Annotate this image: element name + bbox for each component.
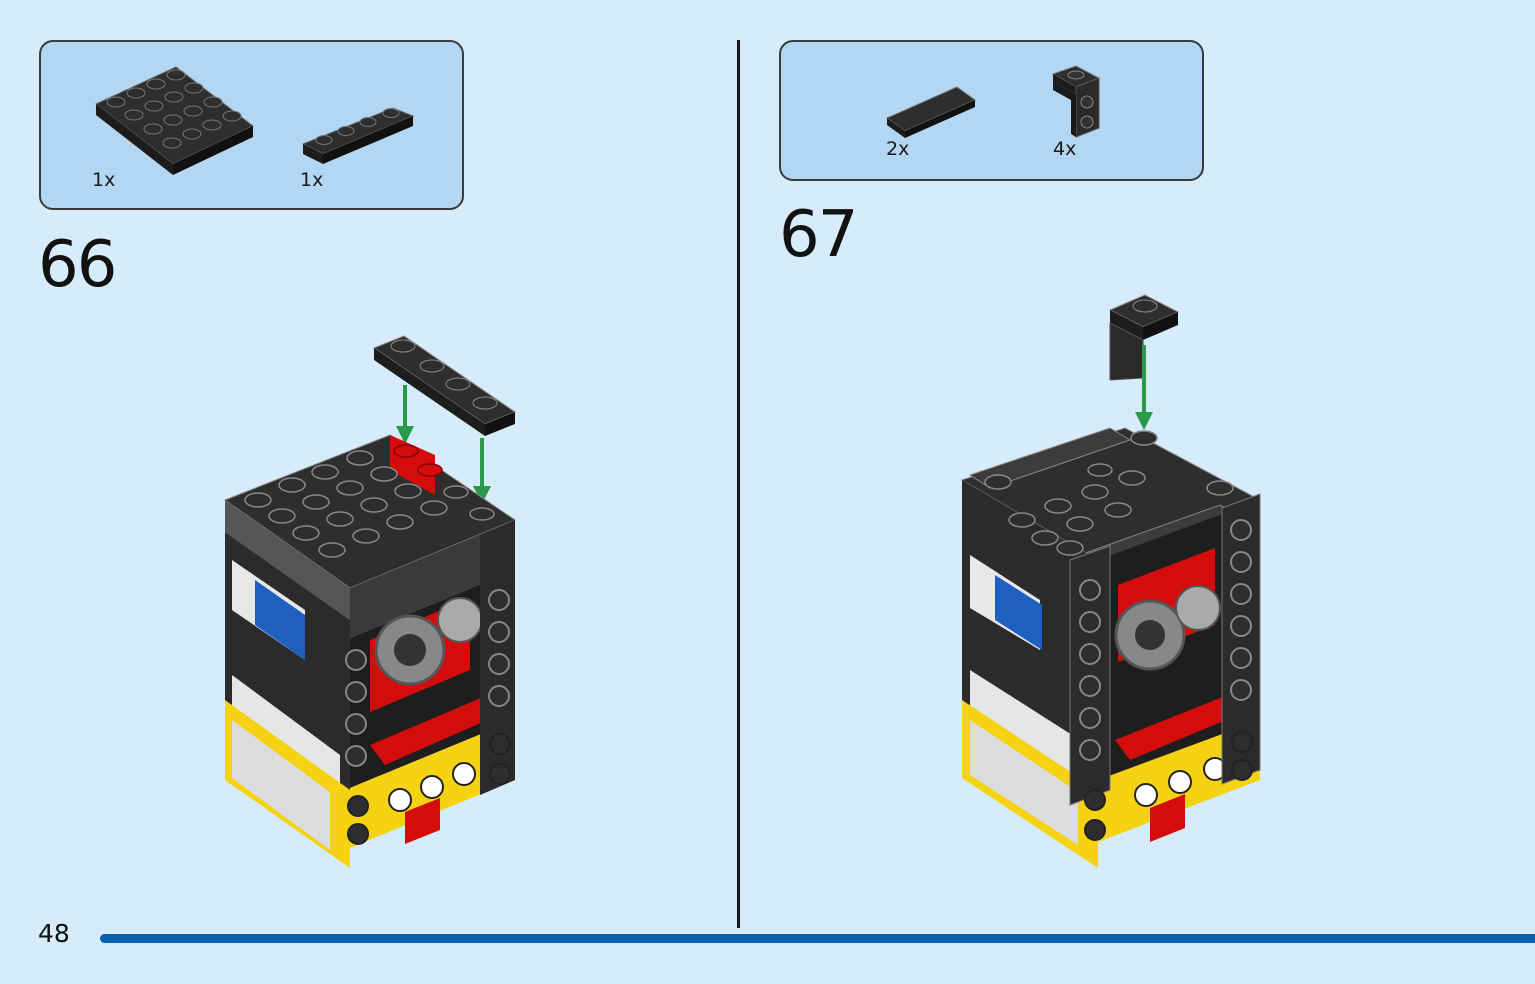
- parts-callout-step-66: 1x 1x: [39, 40, 464, 210]
- step-number: 67: [779, 198, 858, 272]
- arrow-icon: [1135, 345, 1153, 430]
- progress-bar: [100, 934, 1535, 943]
- part-qty: 2x: [886, 138, 910, 160]
- model-body: [223, 434, 517, 868]
- tile-1x4-icon: [886, 86, 976, 138]
- model-body: [960, 427, 1262, 868]
- new-bracket-icon: [1108, 294, 1180, 381]
- step-number: 66: [38, 228, 117, 302]
- part-qty: 4x: [1053, 138, 1077, 160]
- page-number: 48: [38, 919, 70, 948]
- new-plate-1x4-icon: [372, 335, 517, 436]
- parts-callout-step-67: 2x 4x: [779, 40, 1204, 181]
- part-qty: 1x: [92, 169, 116, 191]
- page-divider: [737, 40, 740, 928]
- build-illustration-step-66: [223, 335, 517, 868]
- bracket-icon: [1051, 65, 1101, 138]
- part-qty: 1x: [300, 169, 324, 191]
- arrow-icon: [396, 385, 491, 504]
- plate-4x4-icon: [95, 66, 254, 175]
- plate-1x4-icon: [301, 107, 415, 164]
- build-illustration-step-67: [960, 294, 1262, 868]
